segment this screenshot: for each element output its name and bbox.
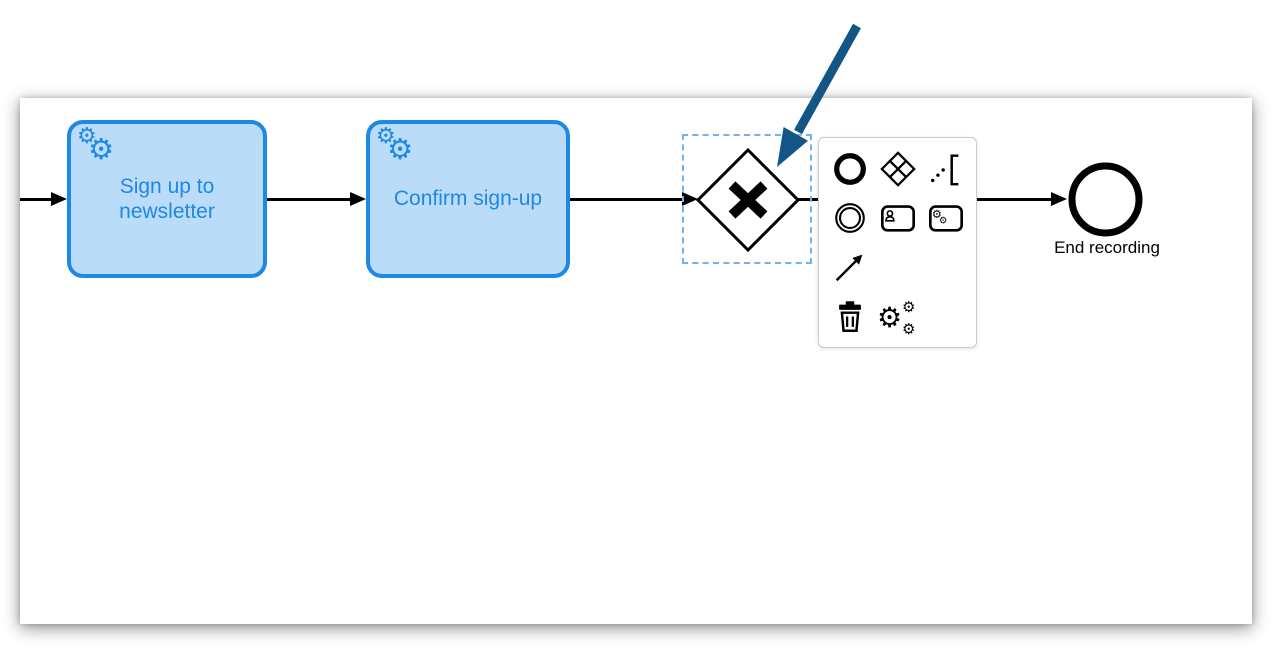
svg-text:⚙: ⚙ bbox=[902, 320, 915, 336]
svg-text:⚙: ⚙ bbox=[902, 298, 915, 316]
settings-button[interactable]: ⚙ ⚙ ⚙ bbox=[875, 293, 920, 339]
service-task-gears-icon: ⚙⚙ bbox=[77, 124, 114, 166]
connect-arrow-icon bbox=[835, 254, 862, 282]
exclusive-gateway[interactable] bbox=[696, 148, 800, 252]
flow-line bbox=[20, 198, 52, 201]
flow-line bbox=[267, 198, 351, 201]
selection-outline bbox=[682, 134, 812, 264]
text-annotation-icon bbox=[930, 154, 958, 186]
user-task-icon bbox=[880, 205, 915, 232]
append-text-annotation-button[interactable] bbox=[923, 146, 968, 192]
task-label: Confirm sign-up bbox=[393, 187, 543, 211]
svg-text:⚙: ⚙ bbox=[938, 216, 947, 227]
intermediate-event-icon bbox=[834, 203, 865, 233]
delete-button[interactable] bbox=[827, 293, 872, 339]
flow-arrowhead-icon bbox=[51, 192, 67, 206]
end-event[interactable] bbox=[1067, 161, 1144, 238]
append-gateway-button[interactable] bbox=[875, 146, 920, 192]
bpmn-canvas[interactable]: ⚙⚙ Sign up to newsletter ⚙⚙ Confirm sign… bbox=[20, 98, 1252, 624]
gears-settings-icon: ⚙ ⚙ ⚙ bbox=[877, 298, 915, 336]
append-end-event-button[interactable] bbox=[827, 146, 872, 192]
service-task-sign-up[interactable]: ⚙⚙ Sign up to newsletter bbox=[67, 120, 267, 278]
end-event-label: End recording bbox=[1054, 238, 1160, 257]
context-pad: ⚙ ⚙ ⚙ ⚙ ⚙ bbox=[818, 137, 977, 348]
append-user-task-button[interactable] bbox=[875, 195, 920, 241]
flow-line bbox=[570, 198, 683, 201]
svg-text:⚙: ⚙ bbox=[931, 207, 941, 221]
flow-arrowhead-icon bbox=[350, 192, 366, 206]
service-task-icon: ⚙ ⚙ bbox=[928, 205, 963, 232]
flow-arrowhead-icon bbox=[1051, 192, 1067, 206]
task-label: Sign up to newsletter bbox=[119, 174, 215, 223]
service-task-gears-icon: ⚙⚙ bbox=[376, 124, 413, 166]
connect-tool-button[interactable] bbox=[827, 244, 872, 290]
gateway-xor-icon bbox=[879, 151, 916, 187]
flow-arrowhead-icon bbox=[682, 192, 698, 206]
end-event-icon bbox=[833, 153, 866, 185]
append-intermediate-event-button[interactable] bbox=[827, 195, 872, 241]
trash-icon bbox=[838, 301, 861, 332]
append-service-task-button[interactable]: ⚙ ⚙ bbox=[923, 195, 968, 241]
service-task-confirm[interactable]: ⚙⚙ Confirm sign-up bbox=[366, 120, 570, 278]
svg-text:⚙: ⚙ bbox=[877, 301, 902, 334]
